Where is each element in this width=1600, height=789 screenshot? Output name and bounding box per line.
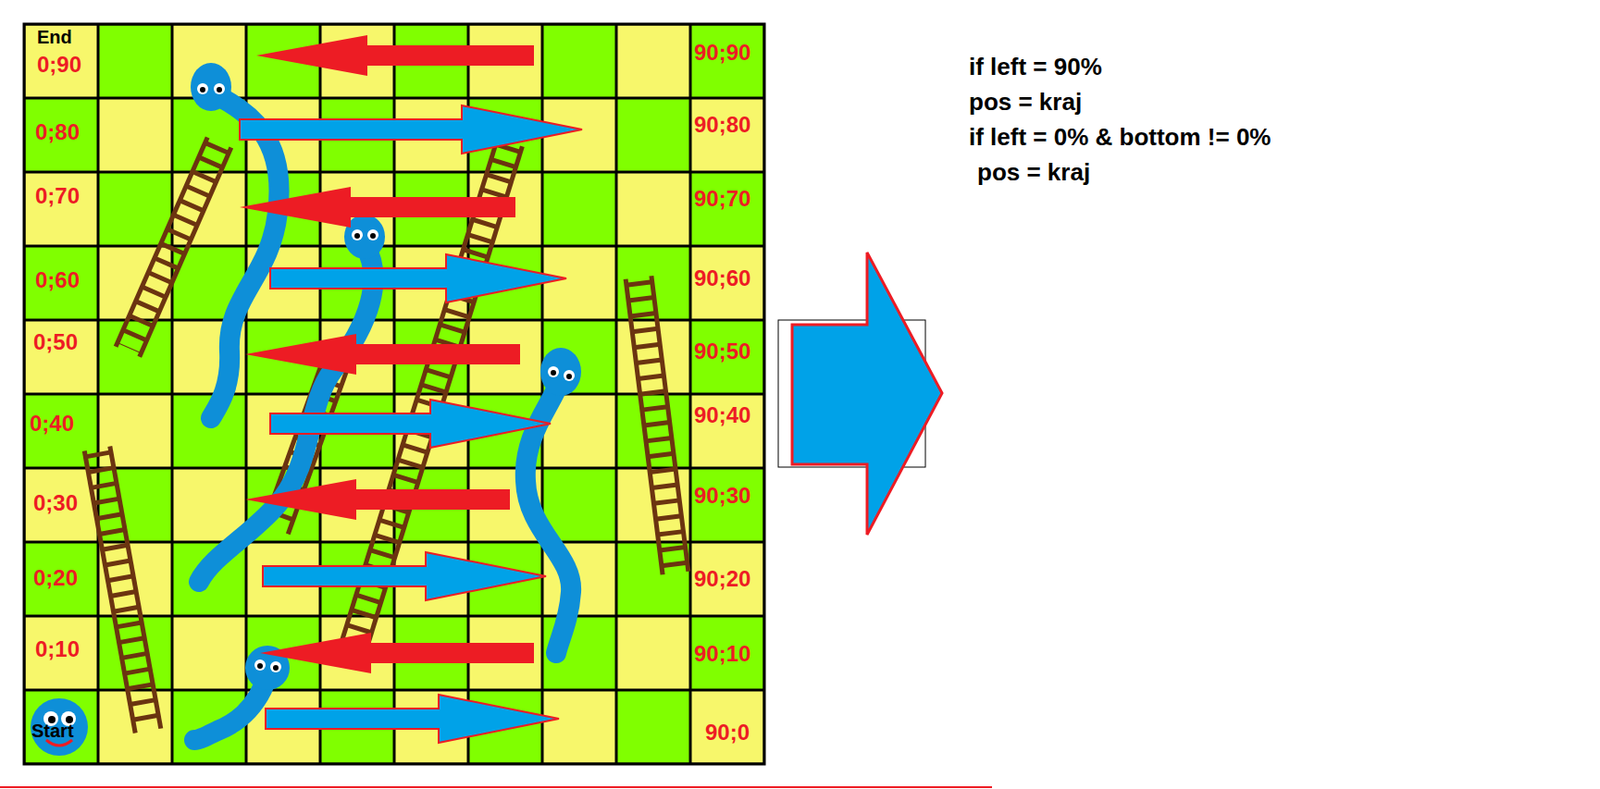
right-arrow xyxy=(265,694,559,744)
token-face xyxy=(30,698,88,757)
snake xyxy=(525,347,582,654)
snakes xyxy=(190,62,582,741)
ladder xyxy=(625,275,689,575)
right-arrow xyxy=(270,399,551,448)
code-line: pos = kraj xyxy=(967,88,1084,117)
player-token xyxy=(30,698,88,757)
left-arrow xyxy=(245,334,521,375)
coordinate-label: 0;40 xyxy=(27,410,76,437)
board-border xyxy=(24,24,765,765)
end-label: End xyxy=(35,26,75,49)
code-line: if left = 90% xyxy=(967,53,1104,82)
left-arrow xyxy=(256,35,534,76)
left-arrow xyxy=(239,186,516,228)
code-line: if left = 0% & bottom != 0% xyxy=(967,124,1274,152)
ladders xyxy=(84,136,689,733)
ladder xyxy=(84,446,162,734)
coordinate-label: 0;90 xyxy=(35,51,84,78)
coordinate-label: 0;30 xyxy=(31,490,80,517)
ladder xyxy=(115,136,232,357)
direction-arrows xyxy=(239,35,583,744)
coordinate-label: 90;30 xyxy=(692,483,753,509)
right-arrow xyxy=(239,105,583,154)
coordinate-label: 90;0 xyxy=(703,719,752,746)
coordinate-label: 90;50 xyxy=(692,338,753,365)
left-arrow xyxy=(245,479,510,521)
coordinate-label: 0;50 xyxy=(31,329,80,356)
board-cells xyxy=(24,24,765,765)
board xyxy=(24,24,765,765)
right-arrow xyxy=(262,552,546,601)
coordinate-label: 90;90 xyxy=(692,39,753,66)
coordinate-label: 0;70 xyxy=(33,183,82,210)
coordinate-label: 90;20 xyxy=(692,566,753,593)
coordinate-label: 90;40 xyxy=(692,402,753,429)
coordinate-label: 0;20 xyxy=(31,565,80,592)
snake xyxy=(190,62,280,419)
coordinate-label: 90;70 xyxy=(692,186,753,212)
coordinate-label: 90;60 xyxy=(692,265,753,292)
right-arrow xyxy=(270,254,567,303)
code-line: pos = kraj xyxy=(975,159,1092,187)
board-grid xyxy=(24,24,765,765)
block-arrow xyxy=(792,252,943,535)
start-label: Start xyxy=(29,720,76,743)
big-arrow xyxy=(778,252,943,535)
coordinate-label: 0;10 xyxy=(33,636,82,663)
left-arrow xyxy=(260,632,534,674)
coordinate-label: 0;80 xyxy=(33,119,82,146)
coordinate-label: 90;10 xyxy=(692,641,753,668)
coordinate-label: 90;80 xyxy=(692,111,753,138)
coordinate-label: 0;60 xyxy=(33,267,82,294)
underline xyxy=(0,786,993,789)
